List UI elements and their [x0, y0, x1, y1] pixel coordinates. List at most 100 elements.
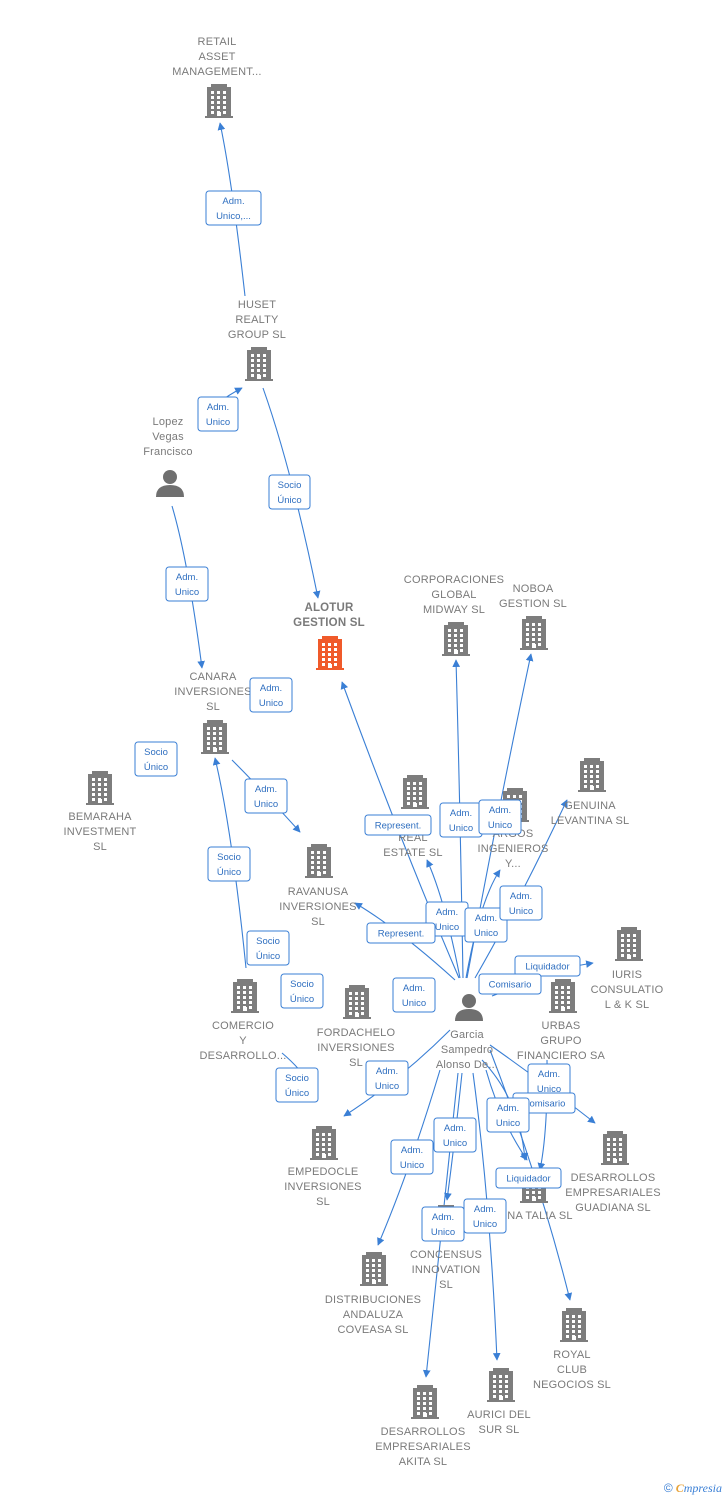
fordachelo-label-line[interactable]: SL: [349, 1057, 363, 1069]
retail-label-line[interactable]: ASSET: [198, 51, 235, 63]
relation-badge[interactable]: Adm.Unico: [392, 977, 436, 1013]
canara-label-line[interactable]: CANARA: [189, 671, 237, 683]
desguadiana-label-line[interactable]: EMPRESARIALES: [565, 1187, 661, 1199]
ravanusa-label-line[interactable]: RAVANUSA: [288, 886, 349, 898]
royal-label-line[interactable]: ROYAL: [553, 1349, 590, 1361]
comercio-label-line[interactable]: COMERCIO: [212, 1020, 274, 1032]
royal-label-line[interactable]: CLUB: [557, 1364, 587, 1376]
bemaraha-building-icon[interactable]: [86, 771, 114, 805]
empedocle-label-line[interactable]: SL: [316, 1196, 330, 1208]
relation-badge[interactable]: Adm.Unico: [165, 566, 209, 602]
alotur-building-icon[interactable]: [316, 636, 344, 670]
garcia-person-icon[interactable]: [455, 994, 483, 1021]
empresia-logo[interactable]: ©Cmpresia: [664, 1481, 722, 1496]
fordachelo-label-line[interactable]: INVERSIONES: [317, 1042, 394, 1054]
noboa-label-line[interactable]: NOBOA: [513, 583, 554, 595]
huset-building-icon[interactable]: [245, 347, 273, 381]
akita-building-icon[interactable]: [411, 1385, 439, 1419]
distribuciones-building-icon[interactable]: [360, 1252, 388, 1286]
distribuciones-label-line[interactable]: ANDALUZA: [343, 1309, 404, 1321]
iuris-label-line[interactable]: L & K SL: [605, 999, 650, 1011]
urbas-label-line[interactable]: URBAS: [542, 1020, 581, 1032]
relation-badge[interactable]: Adm.Unico: [390, 1139, 434, 1175]
comercio-label-line[interactable]: DESARROLLO...: [200, 1050, 287, 1062]
lopez-person-icon[interactable]: [156, 470, 184, 497]
bemaraha-label-line[interactable]: SL: [93, 841, 107, 853]
genuina-label-line[interactable]: LEVANTINA SL: [551, 815, 630, 827]
garcia-label-line[interactable]: Garcia: [450, 1029, 484, 1041]
canara-building-icon[interactable]: [201, 720, 229, 754]
akita-label-line[interactable]: AKITA SL: [399, 1456, 447, 1468]
concensus-label-line[interactable]: SL: [439, 1279, 453, 1291]
garcia-label-line[interactable]: Sampedro: [441, 1044, 493, 1056]
relation-badge[interactable]: Adm.Unico: [244, 778, 288, 814]
urbas-label-line[interactable]: FINANCIERO SA: [517, 1050, 606, 1062]
lopez-label-line[interactable]: Lopez: [153, 416, 184, 428]
empedocle-label-line[interactable]: INVERSIONES: [284, 1181, 361, 1193]
noboa-building-icon[interactable]: [520, 616, 548, 650]
relation-badge[interactable]: Adm.Unico: [463, 1198, 507, 1234]
bemaraha-label-line[interactable]: BEMARAHA: [68, 811, 132, 823]
comercio-label-line[interactable]: Y: [239, 1035, 247, 1047]
desguadiana-building-icon[interactable]: [601, 1131, 629, 1165]
relation-badge[interactable]: Represent.: [364, 814, 432, 836]
ravanusa-label-line[interactable]: INVERSIONES: [279, 901, 356, 913]
desguadiana-label-line[interactable]: DESARROLLOS: [571, 1172, 656, 1184]
iuris-label-line[interactable]: CONSULATIO: [591, 984, 664, 996]
relation-badge[interactable]: Adm.Unico: [478, 799, 522, 835]
retail-label-line[interactable]: MANAGEMENT...: [172, 66, 261, 78]
urbas-building-icon[interactable]: [549, 979, 577, 1013]
alotur-label-line[interactable]: GESTION SL: [293, 617, 365, 629]
genuina-building-icon[interactable]: [578, 758, 606, 792]
distribuciones-label-line[interactable]: COVEASA SL: [337, 1324, 408, 1336]
relation-badge[interactable]: Adm.Unico,...: [205, 190, 262, 226]
relation-badge[interactable]: Adm.Unico: [439, 802, 483, 838]
fordachelo-label-line[interactable]: FORDACHELO: [317, 1027, 396, 1039]
relation-badge[interactable]: Adm.Unico: [499, 885, 543, 921]
auric-label-line[interactable]: SUR SL: [479, 1424, 520, 1436]
fordachelo-building-icon[interactable]: [343, 985, 371, 1019]
concensus-label-line[interactable]: INNOVATION: [412, 1264, 481, 1276]
lopez-label-line[interactable]: Vegas: [152, 431, 184, 443]
bemaraha-label-line[interactable]: INVESTMENT: [64, 826, 137, 838]
retail-building-icon[interactable]: [205, 84, 233, 118]
auric-label-line[interactable]: AURICI DEL: [467, 1409, 531, 1421]
relation-badge[interactable]: Adm.Unico: [249, 677, 293, 713]
empedocle-building-icon[interactable]: [310, 1126, 338, 1160]
urbas-label-line[interactable]: GRUPO: [540, 1035, 582, 1047]
corporaciones-label-line[interactable]: MIDWAY SL: [423, 604, 485, 616]
royal-label-line[interactable]: NEGOCIOS SL: [533, 1379, 611, 1391]
corporaciones-building-icon[interactable]: [442, 622, 470, 656]
alotur-label-line[interactable]: ALOTUR: [304, 602, 354, 614]
iuris-building-icon[interactable]: [615, 927, 643, 961]
canara-label-line[interactable]: INVERSIONES: [174, 686, 251, 698]
empedocle-label-line[interactable]: EMPEDOCLE: [288, 1166, 359, 1178]
comercio-building-icon[interactable]: [231, 979, 259, 1013]
ravanusa-building-icon[interactable]: [305, 844, 333, 878]
retail-label-line[interactable]: RETAIL: [198, 36, 237, 48]
relation-badge[interactable]: Adm.Unico: [433, 1117, 477, 1153]
desguadiana-label-line[interactable]: GUADIANA SL: [575, 1202, 651, 1214]
lopez-label-line[interactable]: Francisco: [143, 446, 192, 458]
akita-label-line[interactable]: DESARROLLOS: [381, 1426, 466, 1438]
canara-label-line[interactable]: SL: [206, 701, 220, 713]
auric-building-icon[interactable]: [487, 1368, 515, 1402]
argos-label-line[interactable]: INGENIEROS: [477, 843, 548, 855]
genuina-label-line[interactable]: GENUINA: [564, 800, 616, 812]
corporaciones-label-line[interactable]: CORPORACIONES: [404, 574, 504, 586]
real-label-line[interactable]: ESTATE SL: [383, 847, 442, 859]
noboa-label-line[interactable]: GESTION SL: [499, 598, 567, 610]
talia-label-line[interactable]: NA TALIA SL: [507, 1210, 572, 1222]
relation-badge[interactable]: Adm.Unico: [197, 396, 239, 432]
distribuciones-label-line[interactable]: DISTRIBUCIONES: [325, 1294, 421, 1306]
iuris-label-line[interactable]: IURIS: [612, 969, 642, 981]
relation-badge[interactable]: Liquidador: [495, 1167, 562, 1189]
royal-building-icon[interactable]: [560, 1308, 588, 1342]
relation-badge[interactable]: Adm.Unico: [486, 1097, 530, 1133]
